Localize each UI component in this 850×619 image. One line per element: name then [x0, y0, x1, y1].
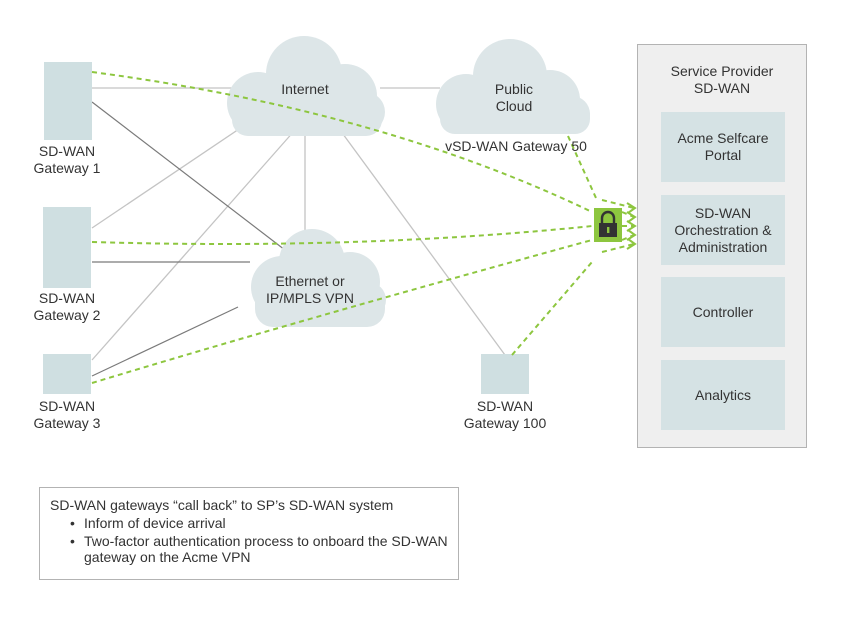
tunnel-gw1: [91, 71, 593, 213]
gateway-100-label-line1: SD-WAN: [476, 398, 534, 414]
public-cloud-label-line1: Public: [494, 81, 534, 97]
gateway-3-label: SD-WAN Gateway 3: [12, 398, 122, 432]
gateway-3-device: [43, 354, 91, 394]
link-gw3-vpn: [91, 306, 239, 377]
link-gw3-internet: [91, 129, 296, 361]
gateway-1-label-line1: SD-WAN: [38, 143, 96, 159]
tunnel-gw2: [91, 225, 593, 245]
public-cloud-label-line2: Cloud: [495, 98, 533, 114]
gateway-3-label-line1: SD-WAN: [38, 398, 96, 414]
analytics-box: Analytics: [661, 360, 785, 430]
gateway-1-label-line2: Gateway 1: [33, 160, 101, 176]
selfcare-portal-line2: Portal: [704, 147, 742, 163]
link-gw2-internet: [91, 124, 246, 229]
lock-icon: [594, 208, 622, 242]
service-provider-title-line2: SD-WAN: [693, 80, 751, 96]
callback-note-heading: SD-WAN gateways “call back” to SP’s SD-W…: [50, 497, 394, 513]
orchestration-line2: Orchestration &: [674, 221, 772, 238]
controller-box: Controller: [661, 277, 785, 347]
service-provider-panel: Service Provider SD-WAN Acme Selfcare Po…: [637, 44, 807, 448]
selfcare-portal-line1: Acme Selfcare: [677, 130, 769, 146]
tunnel-out-top: [601, 199, 635, 209]
network-links-dark: [91, 101, 286, 377]
gateway-2-label-line2: Gateway 2: [33, 307, 101, 323]
orchestration-line1: SD-WAN: [694, 204, 752, 221]
vpn-cloud-shape: [251, 229, 386, 327]
selfcare-portal-box: Acme Selfcare Portal: [661, 112, 785, 182]
internet-cloud-label: Internet: [281, 81, 329, 97]
callback-note: SD-WAN gateways “call back” to SP’s SD-W…: [39, 487, 459, 580]
network-links: [91, 87, 506, 361]
analytics-label: Analytics: [694, 386, 752, 403]
gateway-2-device: [43, 207, 91, 288]
tunnel-gw100: [511, 261, 593, 356]
vgateway-50-label: vSD-WAN Gateway 50: [445, 138, 587, 154]
service-provider-title-line1: Service Provider: [670, 63, 774, 79]
link-internet-gw100: [339, 129, 506, 356]
gateway-1-label: SD-WAN Gateway 1: [12, 143, 122, 177]
service-provider-title: Service Provider SD-WAN: [638, 63, 806, 97]
gateway-100-label-line2: Gateway 100: [463, 415, 547, 431]
public-cloud-shape: [436, 39, 590, 134]
link-gw1-vpn: [91, 101, 286, 251]
tunnel-gw3: [91, 239, 593, 384]
gateway-2-label: SD-WAN Gateway 2: [12, 290, 122, 324]
public-cloud-label: Public Cloud: [464, 81, 564, 115]
tunnel-out-bottom: [601, 243, 635, 253]
orchestration-box: SD-WAN Orchestration & Administration: [661, 195, 785, 265]
tunnel-arrowheads: [626, 202, 637, 250]
callback-note-list: Inform of device arrival Two-factor auth…: [50, 515, 458, 565]
gateway-3-label-line2: Gateway 3: [33, 415, 101, 431]
internet-cloud: [227, 36, 385, 136]
tunnel-vgw50: [567, 135, 597, 199]
controller-label: Controller: [692, 303, 754, 320]
vpn-cloud-label-line2: IP/MPLS VPN: [266, 290, 354, 306]
vpn-cloud-label: Ethernet or IP/MPLS VPN: [245, 273, 375, 307]
gateway-100-label: SD-WAN Gateway 100: [440, 398, 570, 432]
orchestration-line3: Administration: [678, 238, 768, 255]
callback-note-bullet-1: Inform of device arrival: [70, 515, 458, 531]
vpn-cloud-label-line1: Ethernet or: [275, 273, 345, 289]
gateway-1-device: [44, 62, 92, 140]
gateway-100-device: [481, 354, 529, 394]
gateway-2-label-line1: SD-WAN: [38, 290, 96, 306]
callback-note-bullet-2: Two-factor authentication process to onb…: [70, 533, 458, 565]
